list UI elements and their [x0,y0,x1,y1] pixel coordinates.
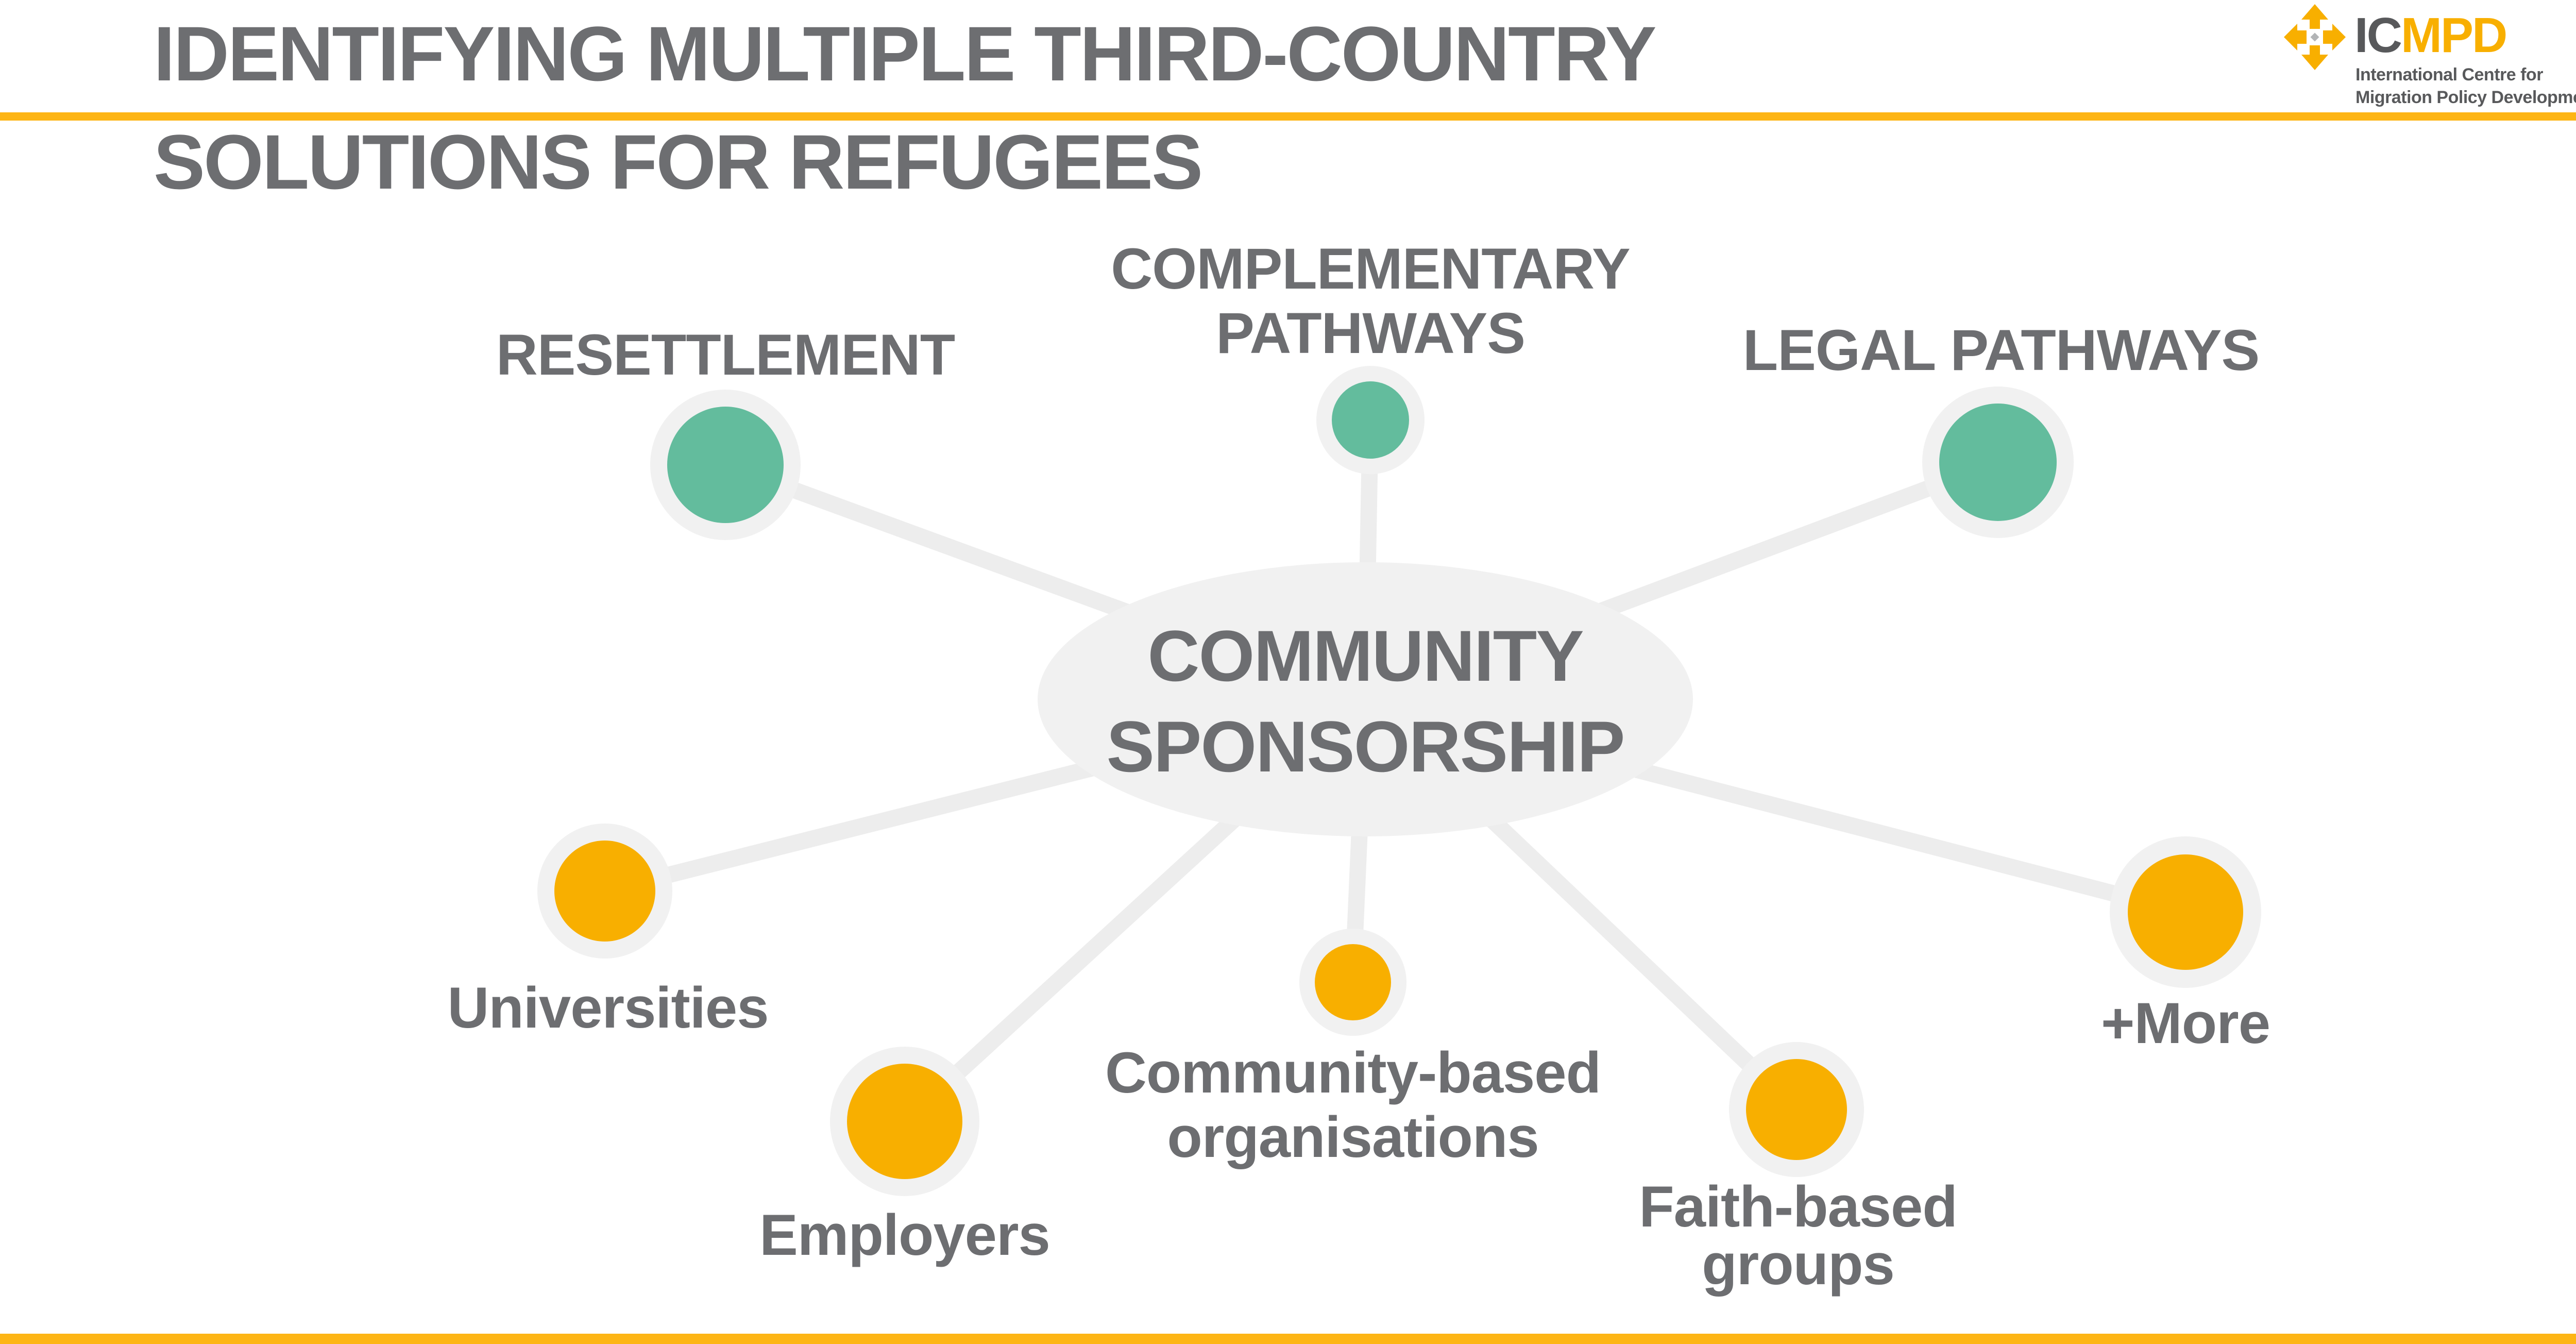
logo-tagline: International Centre for Migration Polic… [2355,64,2576,109]
node-circle-universities [554,841,655,942]
hub-community-sponsorship: COMMUNITY SPONSORSHIP [1038,562,1693,836]
node-circle-more [2128,854,2243,970]
hub-label-line-2: SPONSORSHIP [1106,706,1625,787]
move-arrows-icon [2284,4,2346,70]
node-label-resettlement: RESETTLEMENT [496,323,955,387]
title-divider-rule [0,112,2576,121]
node-label-more: +More [2101,991,2270,1055]
logo-tagline-line-1: International Centre for [2355,65,2543,85]
node-label-universities: Universities [447,976,769,1040]
logo-wordmark-ic: IC [2354,8,2402,63]
page-title-line-2: SOLUTIONS FOR REFUGEES [154,119,1203,205]
node-circle-employers [847,1064,962,1179]
node-label-employers: Employers [759,1203,1050,1267]
logo-wordmark: ICMPD [2354,7,2507,64]
node-label-legal: LEGAL PATHWAYS [1742,318,2260,382]
node-label-cbo: Community-based organisations [1105,1040,1601,1170]
page-title-line-1: IDENTIFYING MULTIPLE THIRD-COUNTRY [154,10,1656,97]
node-label-complementary: COMPLEMENTARY PATHWAYS [1111,237,1630,366]
node-circle-resettlement [667,407,784,523]
hub-label-line-1: COMMUNITY [1147,615,1584,696]
logo-tagline-line-2: Migration Policy Development [2355,87,2576,107]
node-circle-legal [1939,404,2057,521]
node-circle-faith [1746,1059,1847,1160]
node-circle-complementary [1332,381,1409,459]
logo-wordmark-mpd: MPD [2401,8,2507,63]
node-circle-cbo [1315,944,1391,1020]
node-label-faith: Faith-based groups [1639,1174,1958,1297]
bottom-accent-rule [0,1334,2576,1344]
